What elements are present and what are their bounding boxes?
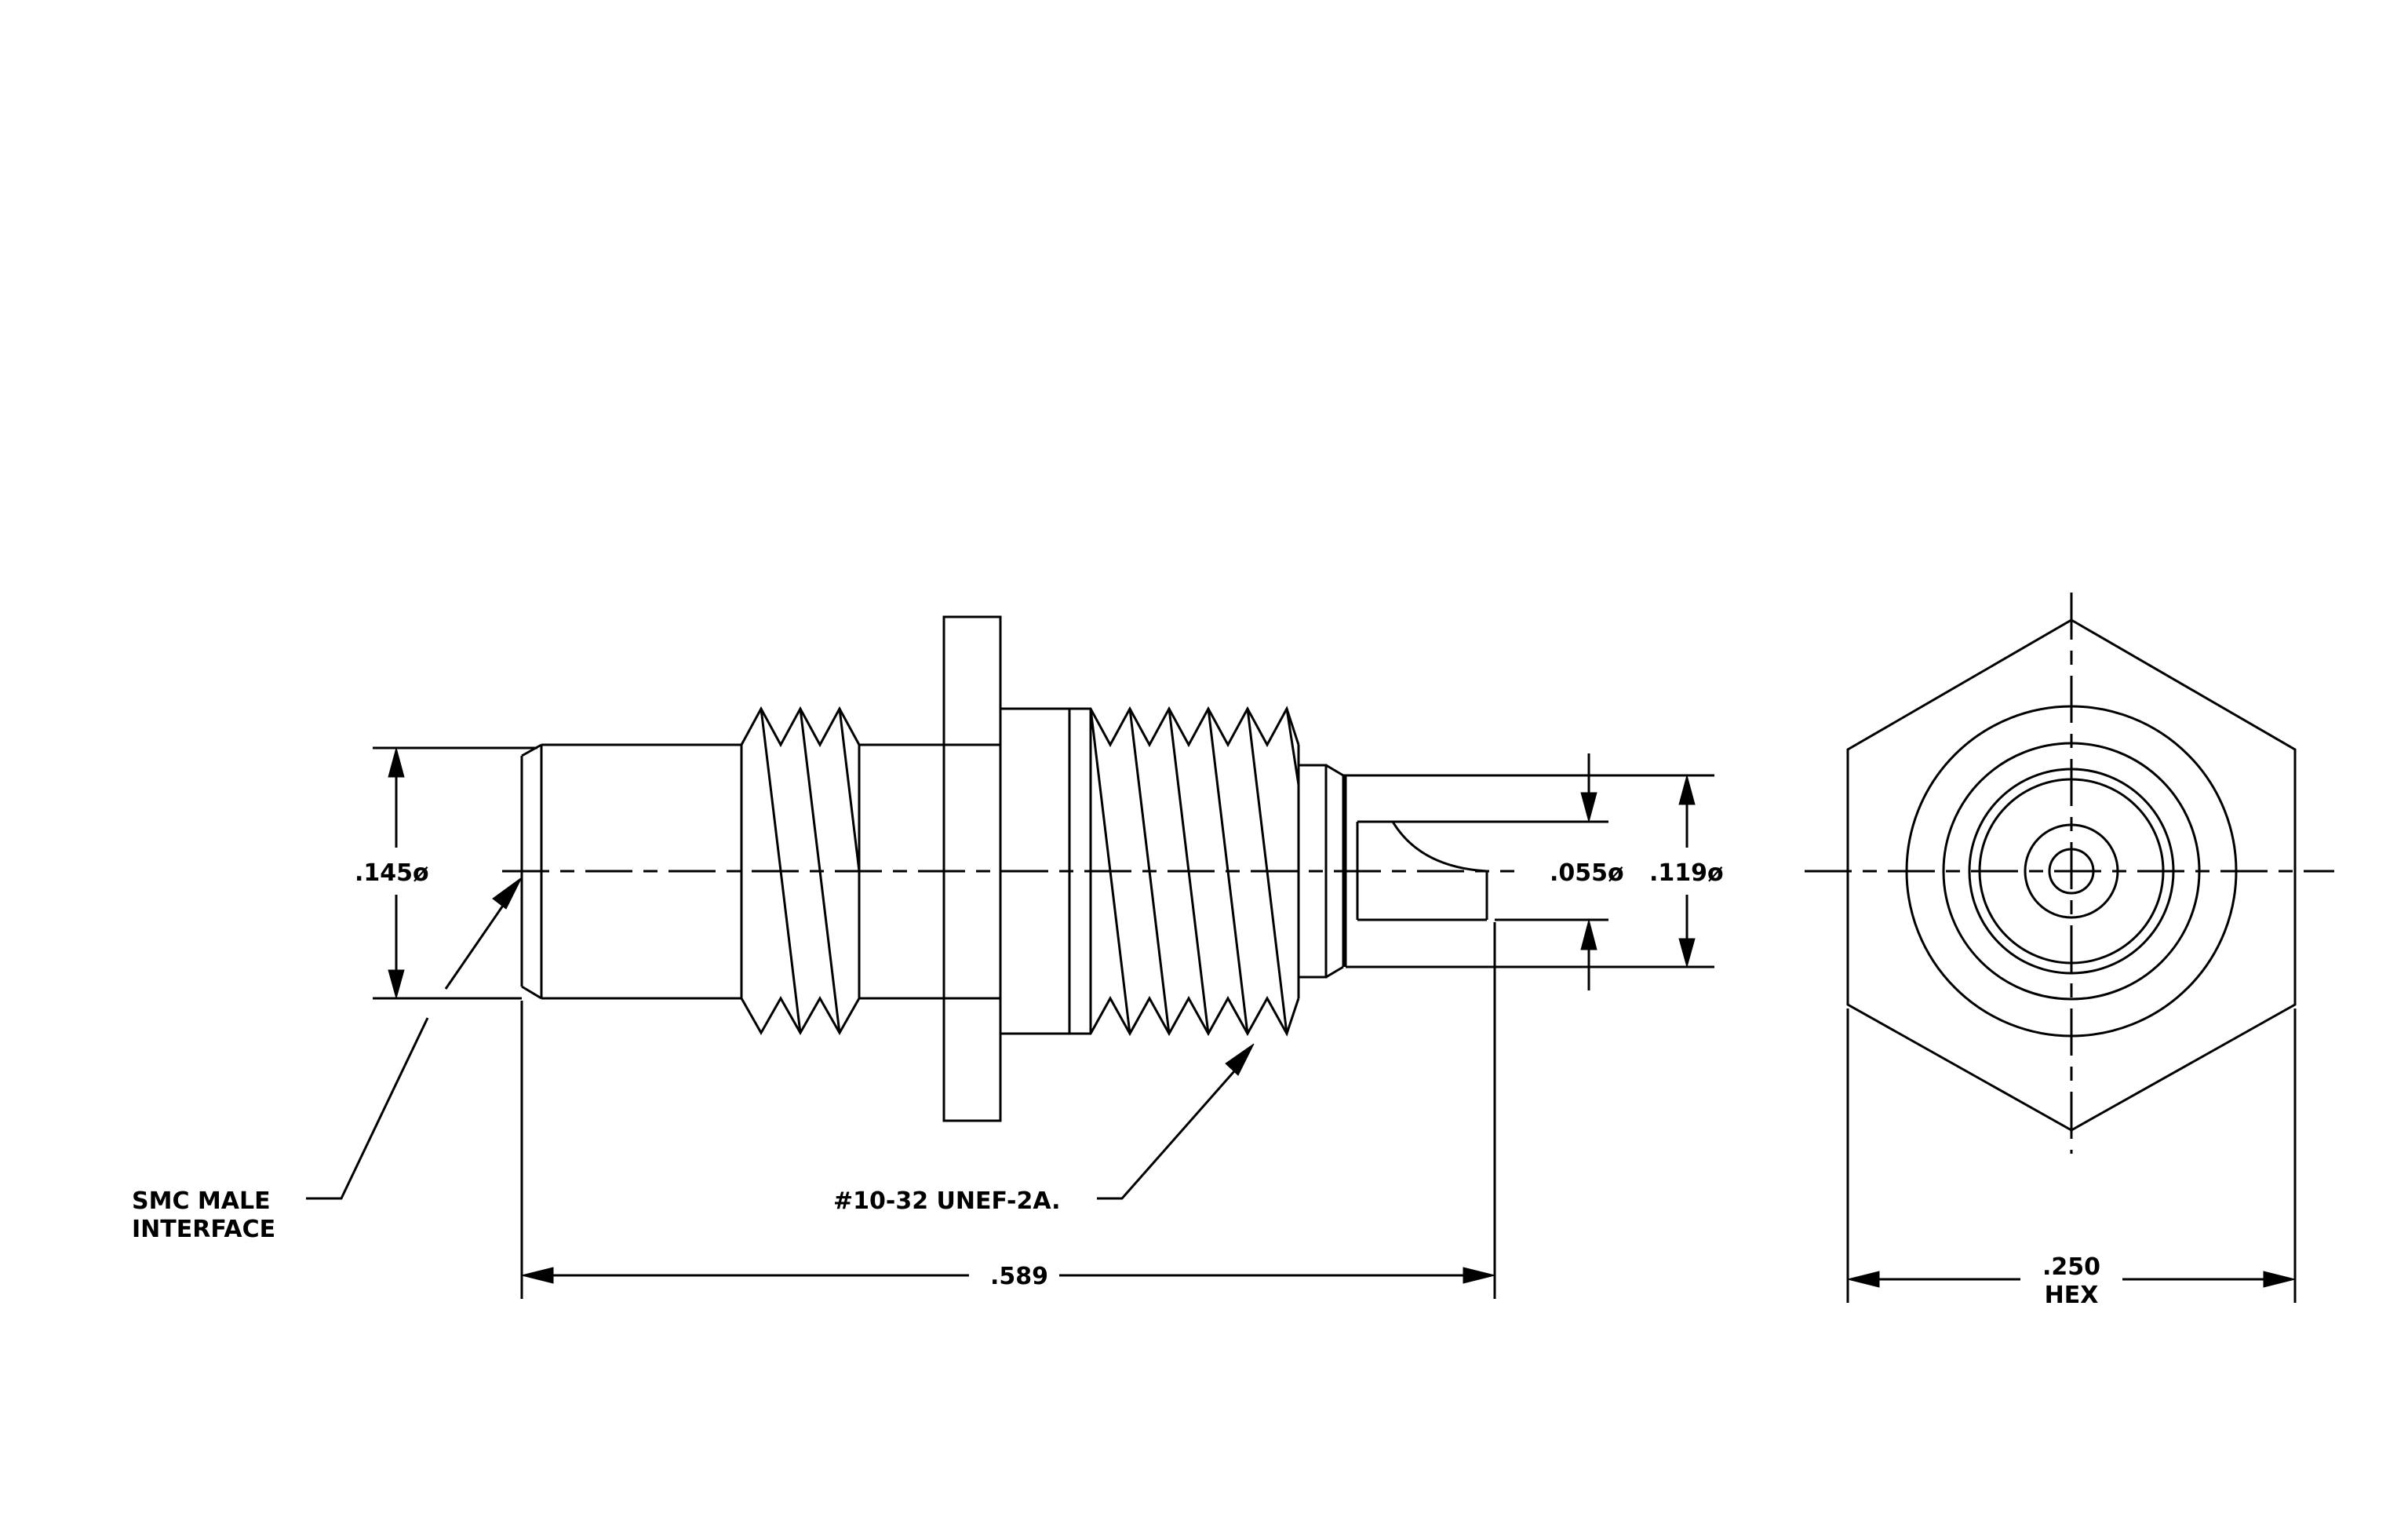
step-shoulder <box>1297 764 1345 979</box>
dimension-shank-diameter: .119ø <box>1608 774 1724 968</box>
callout-interface: SMC MALE INTERFACE <box>132 877 523 1243</box>
hex-size-label-line1: .250 <box>2042 1253 2100 1281</box>
side-view <box>502 615 1714 1122</box>
left-thread <box>740 706 861 1036</box>
thread-spec-label: #10-32 UNEF-2A. <box>833 1187 1061 1215</box>
callout-thread: #10-32 UNEF-2A. <box>833 1043 1255 1215</box>
hex-size-label-line2: HEX <box>2045 1282 2099 1309</box>
pin-diameter-label: .055ø <box>1550 859 1624 887</box>
dimension-pin-diameter: .055ø <box>1373 753 1624 990</box>
dimension-hex-size: .250 HEX <box>1846 1009 2297 1309</box>
shank-diameter-label: .119ø <box>1649 859 1724 887</box>
dimension-overall-length: .589 <box>520 922 1496 1299</box>
flange-neck <box>859 743 944 1000</box>
body-diameter-label: .145ø <box>355 859 429 887</box>
dimension-body-diameter: .145ø <box>355 746 537 1000</box>
end-view <box>1805 593 2334 1154</box>
collar <box>999 707 1071 1035</box>
interface-label-line1: SMC MALE <box>132 1187 271 1215</box>
hex-flange-side <box>942 615 1002 1122</box>
interface-label-line2: INTERFACE <box>132 1216 275 1243</box>
overall-length-label: .589 <box>990 1263 1048 1290</box>
